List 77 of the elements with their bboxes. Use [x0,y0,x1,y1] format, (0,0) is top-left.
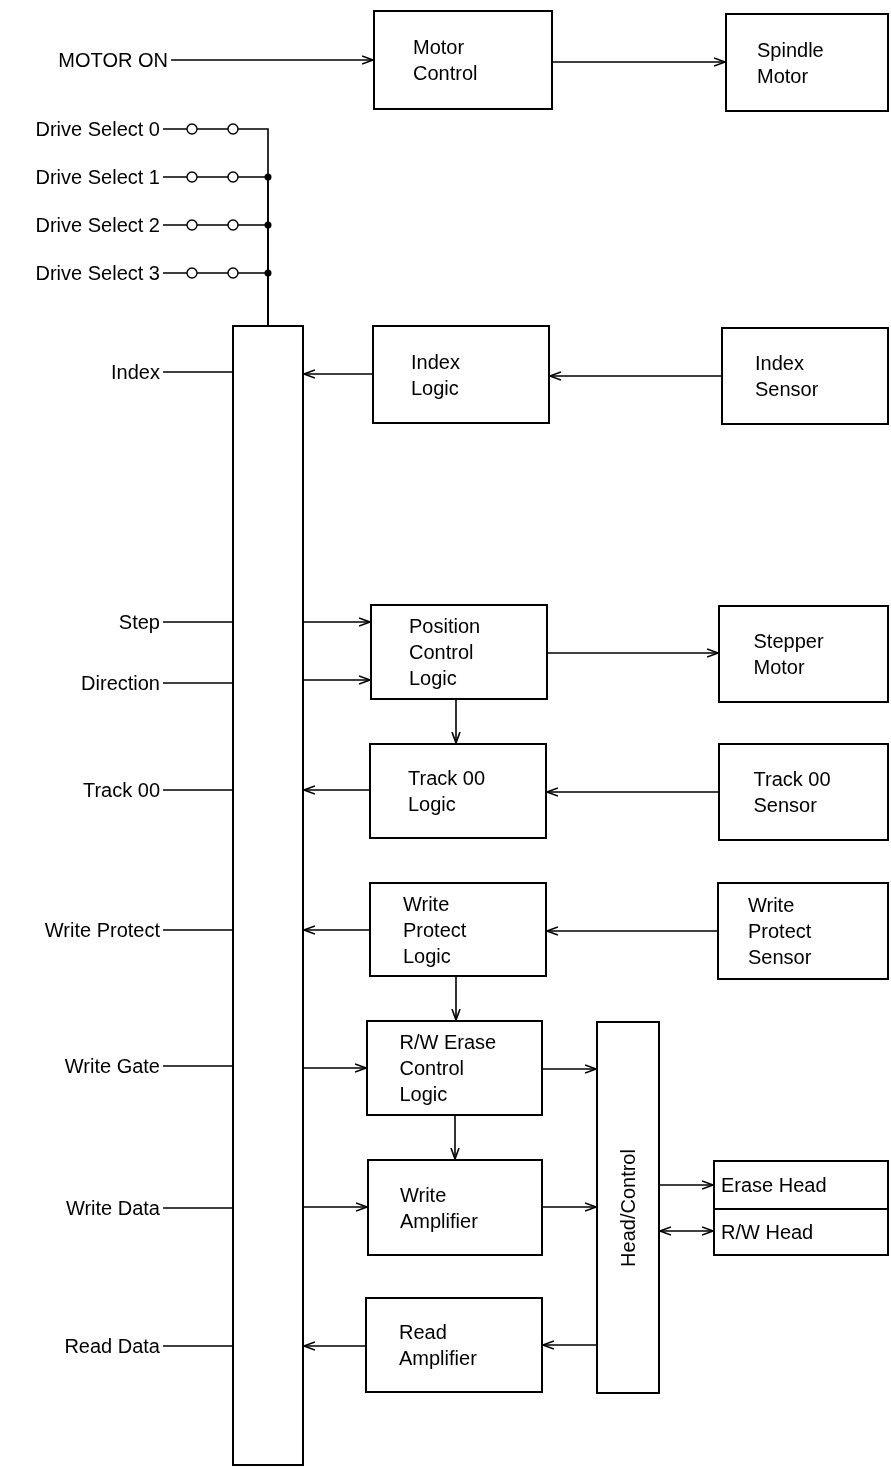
block-label: Read Amplifier [399,1320,478,1371]
block-label: Index Sensor [755,351,820,402]
signal-label: MOTOR ON [58,50,168,70]
block-box [367,1159,543,1256]
signal-label: Write Protect [44,920,160,940]
signal-line [162,371,233,373]
block-label: Spindle Motor [757,37,825,89]
signal-line [162,929,233,931]
block-label: Index Logic [411,349,461,401]
block-label: Motor Control [413,35,479,86]
block-box [721,327,889,425]
block-label: R/W Erase Control Logic [399,1030,498,1107]
block-box [365,1297,543,1393]
block-label: Head/Control [616,1148,640,1267]
arrow [303,925,370,935]
signal-label: Index [111,362,160,382]
block-box [718,743,889,841]
block-box [713,1208,889,1256]
signal-label: Write Gate [64,1056,160,1076]
arrow [549,371,722,381]
block-box [725,13,889,112]
signal-label: Drive Select 0 [35,119,160,139]
signal-label: Direction [81,673,160,693]
arrow [303,1202,368,1212]
block-box [370,604,548,700]
arrow [542,1340,597,1350]
block-label: Write Protect Sensor [748,893,813,970]
arrow [659,1180,714,1190]
arrow [542,1202,597,1212]
arrow [451,976,461,1021]
arrow [303,785,370,795]
arrow [546,926,718,936]
block-label: Write Protect Logic [403,891,468,969]
signal-line [162,272,269,326]
signal-label: Drive Select 2 [35,215,160,235]
arrow [303,369,373,379]
signal-label: Step [118,612,160,632]
block-label: Erase Head [721,1173,828,1198]
block-box [369,743,547,839]
signal-line [162,1065,233,1067]
signal-line [162,789,233,791]
signal-line [162,1207,233,1209]
arrow [303,617,371,627]
signal-label: Drive Select 3 [35,263,160,283]
arrow [451,699,461,744]
arrow [546,787,719,797]
arrow [542,1064,597,1074]
arrow [170,55,374,65]
block-box [718,605,889,703]
signal-label: Read Data [64,1336,160,1356]
block-box [717,882,889,980]
arrow [659,1226,714,1236]
block-box [372,325,550,424]
arrow [303,1341,366,1351]
block-box [366,1020,543,1116]
arrow [552,57,726,67]
block-label: Position Control Logic [409,614,482,691]
block-label: Track 00 Sensor [753,767,832,818]
arrow [303,1063,367,1073]
signal-line [162,621,233,623]
signal-label: Drive Select 1 [35,167,160,187]
block-box [373,10,553,110]
arrow [450,1115,460,1160]
signal-line [162,1345,233,1347]
block-label: R/W Head [721,1220,815,1245]
arrow [547,648,719,658]
interface-bus-bar [232,325,304,1466]
block-label: Stepper Motor [753,629,825,680]
block-box [369,882,547,977]
block-label: Write Amplifier [400,1182,479,1234]
signal-line [162,682,233,684]
block-box [713,1160,889,1210]
block-label: Track 00 Logic [408,766,487,817]
arrow [303,675,371,685]
block-box [596,1021,660,1394]
signal-label: Write Data [65,1198,160,1218]
signal-label: Track 00 [82,780,160,800]
